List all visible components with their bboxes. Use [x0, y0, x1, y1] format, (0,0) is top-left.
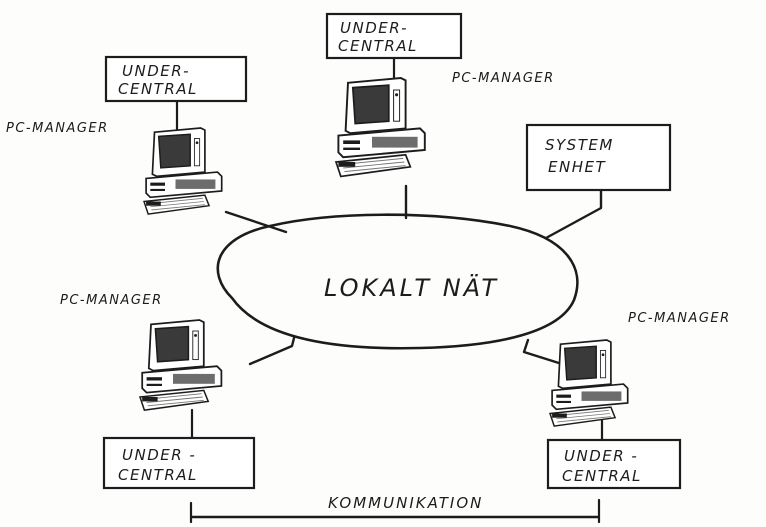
communication-label: KOMMUNIKATION: [328, 494, 483, 512]
computer-icon: [139, 319, 223, 412]
sub-central-label-line1: UNDER-: [340, 19, 408, 37]
sub-central-label-line2: CENTRAL: [118, 466, 198, 484]
sub-central-top-center: UNDER- CENTRAL: [325, 12, 463, 60]
communication-bus: KOMMUNIKATION: [189, 494, 601, 524]
computer-icon: [143, 127, 223, 215]
computer-icon: [335, 77, 426, 178]
pc-manager-label: PC-MANAGER: [60, 293, 163, 308]
pc-workstation-bottom-right: PC-MANAGER: [549, 311, 731, 427]
sub-central-label-line2: CENTRAL: [338, 37, 418, 55]
sub-central-label-line2: CENTRAL: [562, 467, 642, 485]
sub-central-label-line1: UNDER -: [564, 447, 638, 465]
pc-workstation-top-center: PC-MANAGER: [335, 71, 555, 178]
local-network: LOKALT NÄT: [216, 213, 579, 350]
system-unit-label-line1: SYSTEM: [545, 136, 614, 154]
system-unit-label-line2: ENHET: [548, 158, 606, 176]
pc-manager-label: PC-MANAGER: [452, 71, 555, 86]
sub-central-label-line2: CENTRAL: [118, 80, 198, 98]
sub-central-top-left: UNDER- CENTRAL: [104, 55, 248, 103]
pc-manager-label: PC-MANAGER: [6, 121, 109, 136]
pc-manager-label: PC-MANAGER: [628, 311, 731, 326]
pc-workstation-top-left: PC-MANAGER: [6, 121, 223, 215]
computer-icon: [549, 339, 629, 427]
sub-central-bottom-right: UNDER - CENTRAL: [546, 438, 682, 490]
sub-central-label-line1: UNDER -: [122, 446, 196, 464]
sub-central-label-line1: UNDER-: [122, 62, 190, 80]
pc-workstation-bottom-left: PC-MANAGER: [60, 293, 223, 412]
sub-central-bottom-left: UNDER - CENTRAL: [102, 436, 256, 490]
system-unit: SYSTEM ENHET: [525, 123, 672, 192]
local-network-label: LOKALT NÄT: [324, 273, 499, 302]
connection-lines: [175, 56, 604, 442]
